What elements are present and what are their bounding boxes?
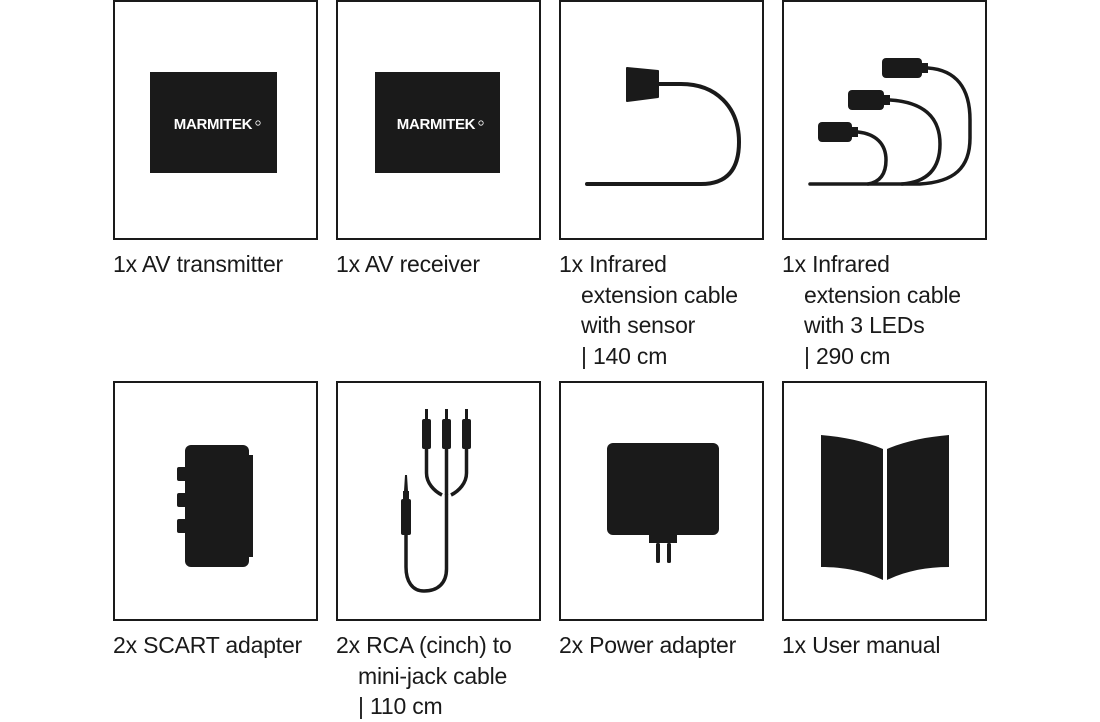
rca-minijack-cable-icon <box>401 409 471 593</box>
item-caption: 2x RCA (cinch) to mini-jack cable | 110 … <box>336 632 512 719</box>
item-caption: 1x Infrared extension cable with sensor … <box>559 251 738 369</box>
item-caption: 2x SCART adapter <box>113 632 302 658</box>
item-rca-cable: 2x RCA (cinch) to mini-jack cable | 110 … <box>336 381 541 722</box>
item-frame <box>782 0 987 240</box>
item-caption: 1x AV transmitter <box>113 251 284 277</box>
marmitek-logo: MARMITEK <box>397 116 476 133</box>
item-frame: MARMITEK <box>336 0 541 240</box>
item-av-receiver: MARMITEK 1x AV receiver <box>336 0 541 280</box>
device-box-icon: MARMITEK <box>150 72 277 173</box>
item-frame <box>336 381 541 621</box>
item-frame <box>782 381 987 621</box>
power-adapter-icon <box>607 443 719 563</box>
device-box-icon: MARMITEK <box>375 72 500 173</box>
open-book-icon <box>821 435 949 580</box>
item-ir-cable-sensor: 1x Infrared extension cable with sensor … <box>559 0 764 371</box>
marmitek-logo: MARMITEK <box>174 116 253 133</box>
item-user-manual: 1x User manual <box>782 381 987 661</box>
item-frame <box>559 381 764 621</box>
ir-sensor-cable-icon <box>585 67 742 186</box>
item-av-transmitter: MARMITEK 1x AV transmitter <box>113 0 318 280</box>
item-caption: 1x AV receiver <box>336 251 480 277</box>
item-power-adapter: 2x Power adapter <box>559 381 764 661</box>
item-caption: 2x Power adapter <box>559 632 737 658</box>
item-caption: 1x User manual <box>782 632 941 658</box>
ir-led-cable-icon <box>808 58 972 186</box>
item-scart-adapter: 2x SCART adapter <box>113 381 318 661</box>
item-ir-cable-leds: 1x Infrared extension cable with 3 LEDs … <box>782 0 987 371</box>
item-caption: 1x Infrared extension cable with 3 LEDs … <box>782 251 961 369</box>
item-frame: MARMITEK <box>113 0 318 240</box>
item-frame <box>559 0 764 240</box>
item-frame <box>113 381 318 621</box>
scart-adapter-icon <box>177 445 253 567</box>
